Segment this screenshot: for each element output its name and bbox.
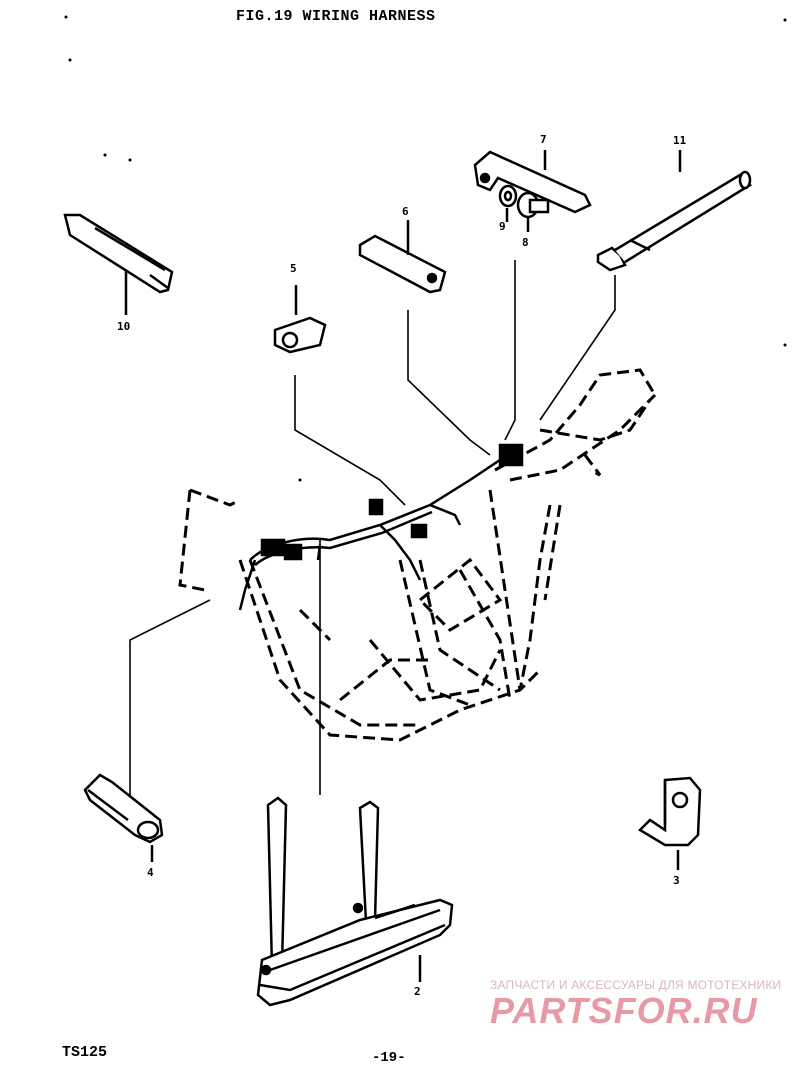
callout-10: 10 <box>117 320 131 333</box>
clamp-5-part <box>273 285 327 354</box>
bracket-7-part <box>473 150 592 214</box>
callout-6: 6 <box>402 205 409 218</box>
page-number: -19- <box>372 1050 406 1066</box>
leader-lines <box>129 260 616 825</box>
figure-title: FIG.19 WIRING HARNESS <box>236 8 436 25</box>
callout-7: 7 <box>540 133 547 146</box>
callout-3: 3 <box>673 874 680 887</box>
wiring-harness <box>238 443 524 611</box>
callout-5: 5 <box>290 262 297 275</box>
callout-9: 9 <box>499 220 506 233</box>
watermark-logo: PARTSFOR.RU <box>490 990 758 1031</box>
model-code: TS125 <box>62 1044 108 1061</box>
callout-8: 8 <box>522 236 529 249</box>
tie-part <box>596 150 753 272</box>
washer-part <box>498 184 518 222</box>
clamp-4-part <box>83 773 164 862</box>
callout-11: 11 <box>673 134 687 147</box>
callout-2: 2 <box>414 985 421 998</box>
band-part <box>63 213 174 315</box>
bracket-3-part <box>637 776 702 870</box>
frame-outline <box>178 368 657 742</box>
skid-plate-part <box>256 796 454 1007</box>
callout-4: 4 <box>147 866 154 879</box>
clamp-6-part <box>358 220 447 294</box>
watermark-tagline: ЗАПЧАСТИ И АКСЕССУАРЫ ДЛЯ МОТОТЕХНИКИ <box>490 978 782 992</box>
bolt-part <box>516 191 550 232</box>
specks <box>64 15 787 482</box>
